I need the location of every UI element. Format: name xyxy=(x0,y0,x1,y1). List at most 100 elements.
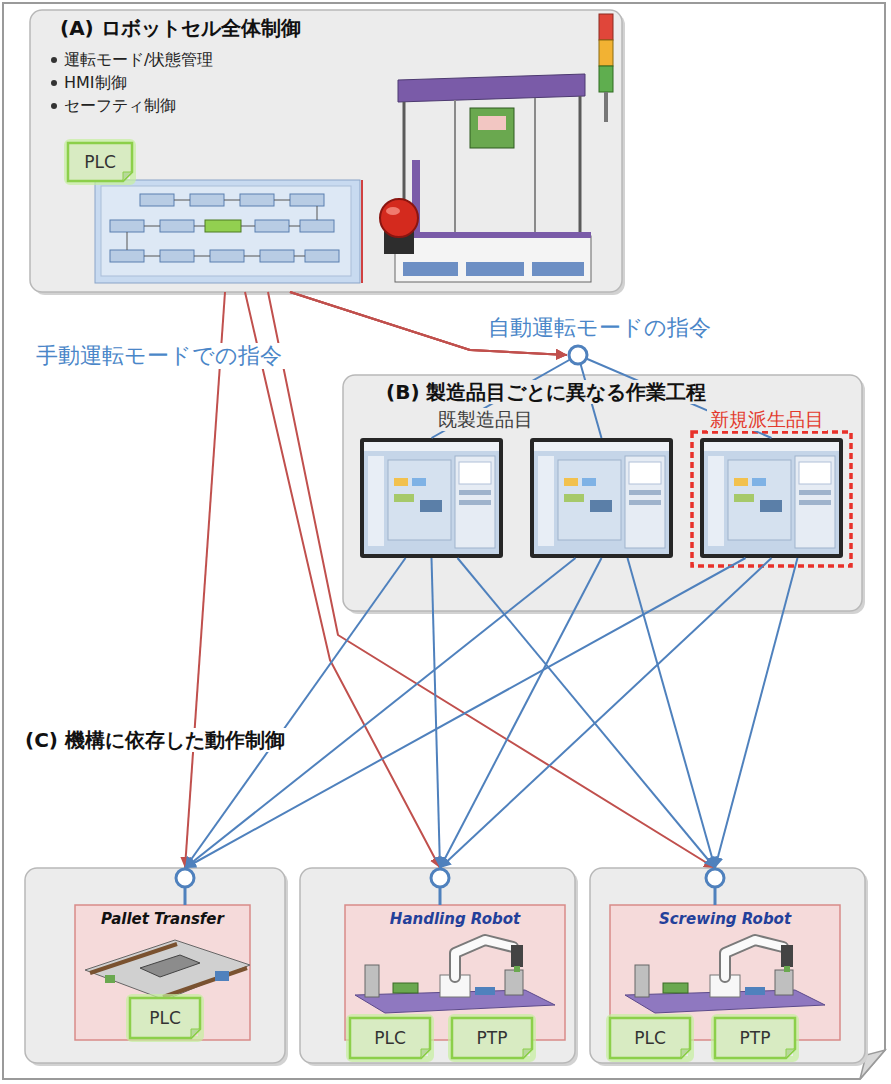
emergency-stop xyxy=(386,207,400,215)
interface-circles xyxy=(176,346,724,887)
tag-shapes xyxy=(67,142,796,1059)
text-holder: 新規派生品目 xyxy=(707,408,827,431)
flowchart-thumbnail xyxy=(205,220,241,232)
plc-tag: PLC xyxy=(350,1018,430,1058)
connector xyxy=(458,558,716,868)
screen-area xyxy=(704,442,839,554)
robot-cell-illustration xyxy=(395,74,591,282)
flowchart-thumbnail xyxy=(101,186,351,276)
box-outline xyxy=(343,375,862,611)
flowchart-thumbnail xyxy=(127,200,317,256)
tag-text: PLC xyxy=(374,1028,406,1048)
tag-text: PLC xyxy=(84,152,116,172)
connector xyxy=(185,558,576,868)
connector-line xyxy=(185,558,746,868)
connector-line xyxy=(432,558,441,868)
flowchart-thumbnail xyxy=(110,220,144,232)
text-holder: HMI制御 xyxy=(64,73,127,92)
flowchart-thumbnail xyxy=(224,200,240,201)
screen-panel xyxy=(629,490,661,495)
conveyor-illustration xyxy=(85,940,250,1000)
screen-toolbar xyxy=(708,456,724,546)
box-outline xyxy=(25,868,285,1063)
signal-tower xyxy=(604,92,608,122)
connector xyxy=(290,292,772,438)
connector-line xyxy=(440,558,772,868)
robot-cell-illustration xyxy=(532,262,584,276)
screen-bar xyxy=(534,442,669,451)
interface-stem xyxy=(439,887,442,905)
tag-fold xyxy=(123,172,132,181)
screen-toolbar xyxy=(538,456,554,546)
connector xyxy=(628,558,716,868)
product-screen xyxy=(360,438,503,558)
connector xyxy=(290,292,602,438)
screen-item xyxy=(394,494,414,502)
conveyor-illustration xyxy=(215,971,229,981)
connector-line xyxy=(458,558,716,868)
bullet-dot xyxy=(51,80,57,86)
box-heading: (A) ロボットセル全体制御 xyxy=(60,16,301,40)
flowchart-thumbnail xyxy=(190,194,224,206)
illustrations xyxy=(85,14,825,1013)
robot-cell-illustration xyxy=(454,100,456,232)
screen-panel xyxy=(795,456,835,548)
tag-fold xyxy=(681,1049,690,1058)
text-holder: Handling Robot xyxy=(345,909,565,928)
screen-panel xyxy=(799,490,831,495)
tag-glow xyxy=(349,1017,431,1059)
screen-item xyxy=(734,494,754,502)
robot-cell-illustration xyxy=(579,96,582,236)
connector xyxy=(432,558,441,868)
flowchart-thumbnail xyxy=(140,194,174,206)
bullet-dot xyxy=(51,57,57,63)
mechanism-title: Pallet Transfer xyxy=(101,910,224,928)
connectors xyxy=(185,292,798,868)
interface-circle xyxy=(569,346,587,364)
flowchart-thumbnail xyxy=(361,180,363,283)
screen-bar xyxy=(364,442,499,451)
flowchart-thumbnail xyxy=(210,250,244,262)
screen-item xyxy=(752,478,766,486)
text-holder: PTP xyxy=(452,1018,532,1058)
conveyor-illustration xyxy=(105,975,115,983)
robot-cell-illustration xyxy=(470,108,514,148)
connector xyxy=(290,292,578,438)
tag-glow xyxy=(451,1017,533,1059)
box-outline xyxy=(300,868,575,1063)
node-shapes xyxy=(25,10,868,1066)
text-holder: (C) 機構に依存した動作制御 xyxy=(22,728,288,752)
screen-canvas xyxy=(388,460,451,540)
screwing-robot-illustration xyxy=(625,940,825,1013)
screen-frame xyxy=(360,438,503,558)
text-holder: PTP xyxy=(715,1018,795,1058)
robot-cell-illustration xyxy=(478,116,506,130)
text-holder: Pallet Transfer xyxy=(75,909,250,928)
connector xyxy=(440,558,772,868)
connector-line xyxy=(268,292,715,868)
flowchart-thumbnail xyxy=(289,226,300,227)
flowchart-thumbnail xyxy=(274,200,290,201)
connector xyxy=(715,558,798,868)
emergency-stop xyxy=(380,199,418,237)
bullet-item: セーフティ制御 xyxy=(64,96,176,115)
process-box: (B) 製造品目ごとに異なる作業工程既製造品目新規派生品目 xyxy=(343,375,862,611)
tag-shape xyxy=(68,143,132,181)
text-holder: PLC xyxy=(130,998,200,1038)
connector xyxy=(185,292,225,868)
interface-circle xyxy=(706,869,724,887)
tag-fold xyxy=(786,1049,795,1058)
text-holder: 既製造品目 xyxy=(435,408,536,431)
signal-tower xyxy=(599,14,613,122)
flowchart-thumbnail xyxy=(110,194,339,262)
flowchart-thumbnail xyxy=(95,180,362,283)
screen-item xyxy=(734,478,748,486)
screen-area xyxy=(364,442,499,554)
plc-tag: PLC xyxy=(610,1018,690,1058)
box-outline xyxy=(590,868,865,1063)
screen-item xyxy=(412,478,426,486)
signal-tower xyxy=(599,40,613,66)
page-frame xyxy=(3,3,885,1079)
flowchart-thumbnail xyxy=(294,256,305,257)
